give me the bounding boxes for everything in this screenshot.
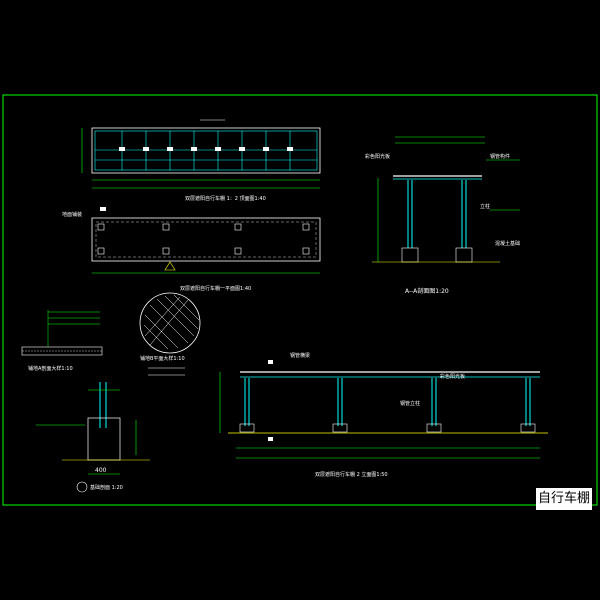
svg-text:铺地A剖面大样1:10: 铺地A剖面大样1:10 (28, 365, 73, 372)
svg-text:钢管构件: 钢管构件 (490, 153, 510, 160)
svg-text:钢管立柱: 钢管立柱 (400, 400, 420, 407)
svg-text:双层遮阳自行车棚一平面图1:40: 双层遮阳自行车棚一平面图1:40 (180, 285, 251, 292)
svg-text:彩色阳光板: 彩色阳光板 (440, 373, 465, 380)
svg-text:钢管横梁: 钢管横梁 (290, 352, 310, 359)
svg-text:基础剖面 1:20: 基础剖面 1:20 (90, 484, 123, 491)
svg-text:双层遮阳自行车棚 1：2 顶面图1:40: 双层遮阳自行车棚 1：2 顶面图1:40 (185, 195, 266, 202)
section-marker-icon (76, 481, 88, 493)
section-aa-view: 钢管构件 立柱 混凝土基础 彩色阳光板 A--A剖面图1:20 (365, 136, 520, 295)
detail-circle-icon (139, 292, 201, 354)
detail-a-view: 铺地A剖面大样1:10 (21, 310, 103, 372)
elevation-view: 钢管横梁 彩色阳光板 钢管立柱 双层遮阳自行车棚 2 立面图1:50 (219, 352, 548, 478)
svg-text:混凝土基础: 混凝土基础 (495, 240, 520, 247)
drawing-frame (2, 94, 598, 506)
floor-plan-view: 地面铺装 双层遮阳自行车棚一平面图1:40 (62, 207, 321, 292)
footing-width-label: 400 (95, 467, 107, 474)
north-arrow-icon (164, 261, 176, 271)
svg-text:铺地B平面大样1:10: 铺地B平面大样1:10 (140, 355, 185, 362)
roof-plan-view: 双层遮阳自行车棚 1：2 顶面图1:40 (81, 119, 321, 202)
detail-b-view: 铺地B平面大样1:10 (139, 292, 201, 376)
section-aa-title: A--A剖面图1:20 (405, 287, 449, 295)
svg-text:地面铺装: 地面铺装 (62, 211, 82, 218)
svg-text:彩色阳光板: 彩色阳光板 (365, 153, 390, 160)
svg-text:双层遮阳自行车棚 2 立面图1:50: 双层遮阳自行车棚 2 立面图1:50 (315, 471, 388, 478)
drawing-caption: 自行车棚 (536, 488, 592, 510)
svg-text:立柱: 立柱 (480, 203, 490, 210)
footing-section-view: 400 基础剖面 1:20 (36, 382, 150, 493)
